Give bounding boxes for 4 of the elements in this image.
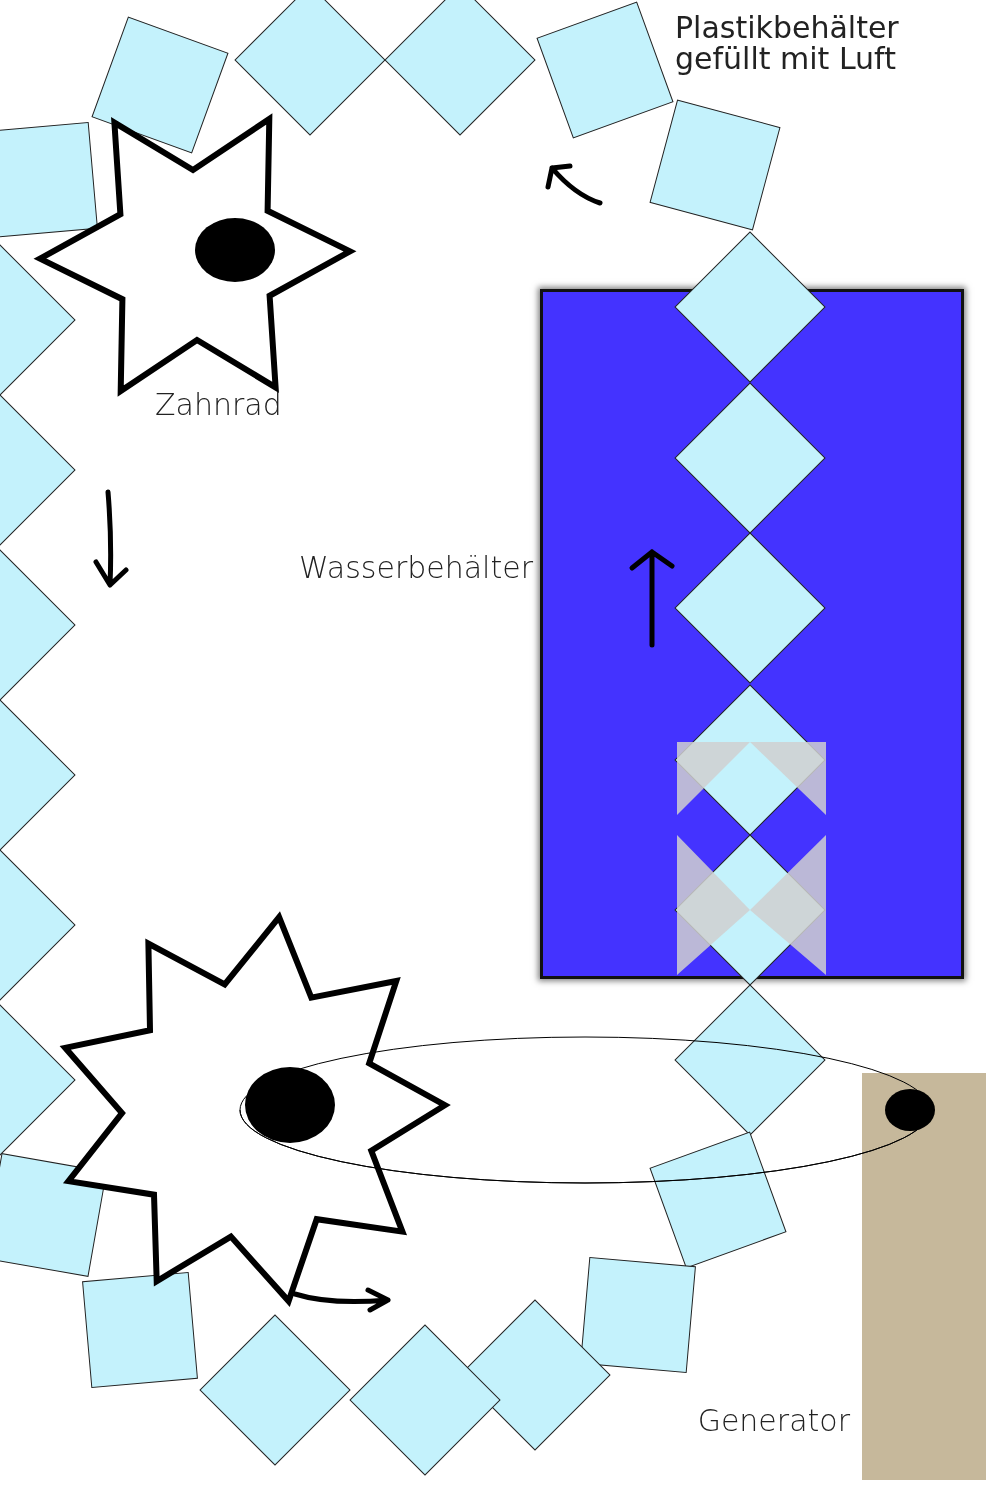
gear-label: Zahnrad: [155, 387, 282, 422]
generator-label: Generator: [697, 1403, 850, 1438]
annotation-text: Plastikbehälter gefüllt mit Luft: [675, 12, 900, 74]
tank-label: Wasserbehälter: [299, 550, 533, 585]
